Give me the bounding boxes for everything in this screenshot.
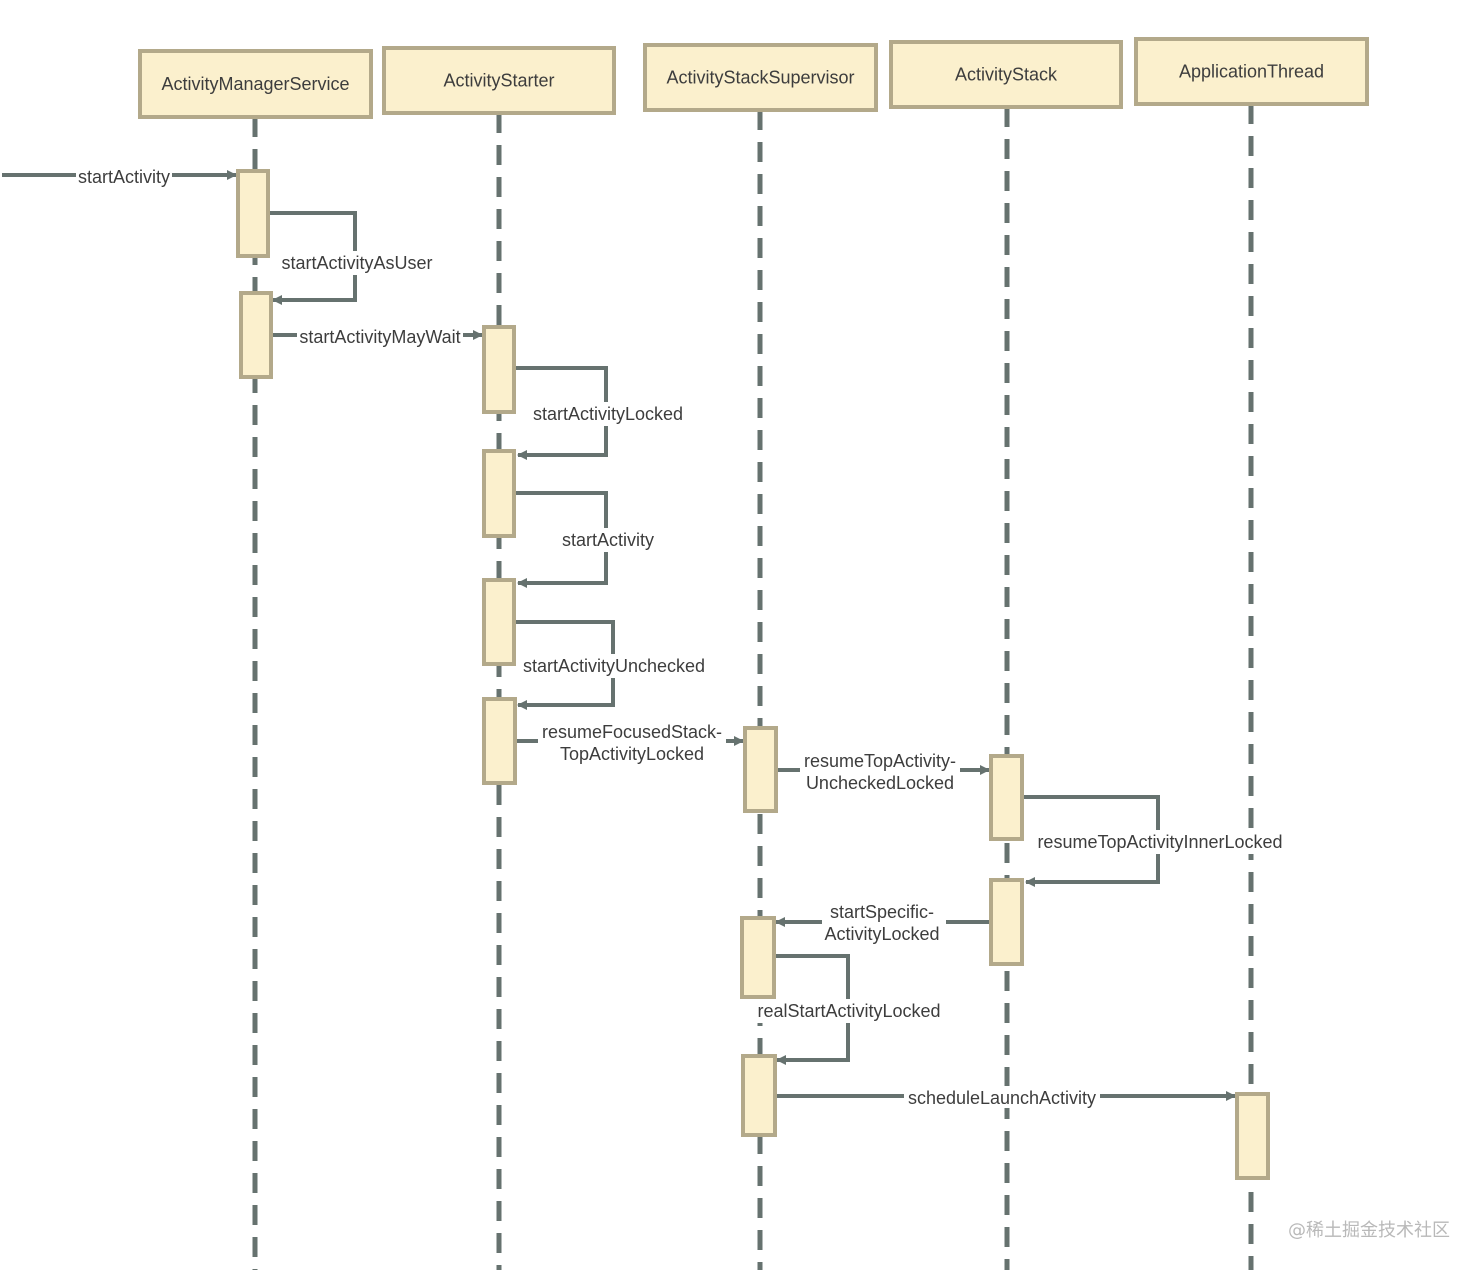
activation-bar — [989, 878, 1024, 966]
activation-bar — [236, 169, 270, 258]
activation-bar — [482, 578, 516, 666]
lifelines — [252, 104, 1254, 1270]
participant-label: ActivityStarter — [443, 71, 554, 91]
participant-box: ActivityStack — [889, 40, 1123, 109]
message-label: UncheckedLocked — [806, 773, 954, 793]
label-backing — [76, 165, 172, 187]
activation-bar — [482, 697, 517, 785]
participant-box: ActivityStarter — [382, 46, 616, 115]
message-label: realStartActivityLocked — [757, 1001, 940, 1021]
message-label: startActivity — [78, 167, 170, 187]
participant-label: ActivityStack — [955, 65, 1058, 85]
message-label: startActivityLocked — [533, 404, 683, 424]
participant-box: ActivityManagerService — [138, 49, 373, 119]
activation-bar — [239, 291, 273, 379]
label-backing — [558, 528, 658, 552]
participant-label: ActivityManagerService — [161, 74, 349, 94]
message-label: resumeTopActivity- — [804, 751, 956, 771]
participant-box-frame — [138, 49, 373, 119]
message-label: startActivityAsUser — [281, 253, 432, 273]
activation-bar — [743, 726, 778, 813]
participant-box-frame — [889, 40, 1123, 109]
message-labels: startActivity startActivityAsUser startAct… — [76, 165, 1287, 1108]
watermark: @稀土掘金技术社区 — [1288, 1220, 1450, 1241]
label-backing — [904, 1086, 1100, 1108]
participant-box-frame — [643, 43, 878, 112]
message-label: startActivity — [562, 530, 654, 550]
label-backing — [538, 720, 726, 770]
label-backing — [297, 325, 463, 347]
participant-box-frame — [382, 46, 616, 115]
participant-label: ActivityStackSupervisor — [666, 68, 854, 88]
activation-bar — [1235, 1092, 1270, 1180]
message-arrows — [2, 170, 1236, 1101]
activation-bar — [482, 449, 516, 538]
activation-bar — [989, 754, 1024, 841]
label-backing — [754, 999, 944, 1023]
activation-bar — [482, 325, 516, 414]
participant-box: ApplicationThread — [1134, 37, 1369, 106]
message-label: startActivityMayWait — [299, 327, 460, 347]
activation-bar — [740, 916, 776, 999]
label-backing — [520, 654, 710, 678]
label-backing — [278, 251, 436, 275]
participant-box: ActivityStackSupervisor — [643, 43, 878, 112]
activation-bar — [741, 1054, 777, 1137]
participant-headers: ActivityManagerService ActivityStarter Act… — [138, 37, 1369, 119]
participant-box-frame — [1134, 37, 1369, 106]
message-label: startSpecific- — [830, 902, 934, 922]
participant-label: ApplicationThread — [1179, 62, 1324, 82]
label-backing — [530, 402, 687, 426]
message-label: ActivityLocked — [824, 924, 939, 944]
message-label: TopActivityLocked — [560, 744, 704, 764]
label-backing — [822, 898, 946, 948]
label-backing — [800, 749, 960, 799]
message-label: resumeFocusedStack- — [542, 722, 722, 742]
label-backing — [1033, 830, 1287, 854]
message-label: resumeTopActivityInnerLocked — [1037, 832, 1282, 852]
message-label: scheduleLaunchActivity — [908, 1088, 1096, 1108]
message-label: startActivityUnchecked — [523, 656, 705, 676]
activation-bars — [236, 169, 1270, 1180]
